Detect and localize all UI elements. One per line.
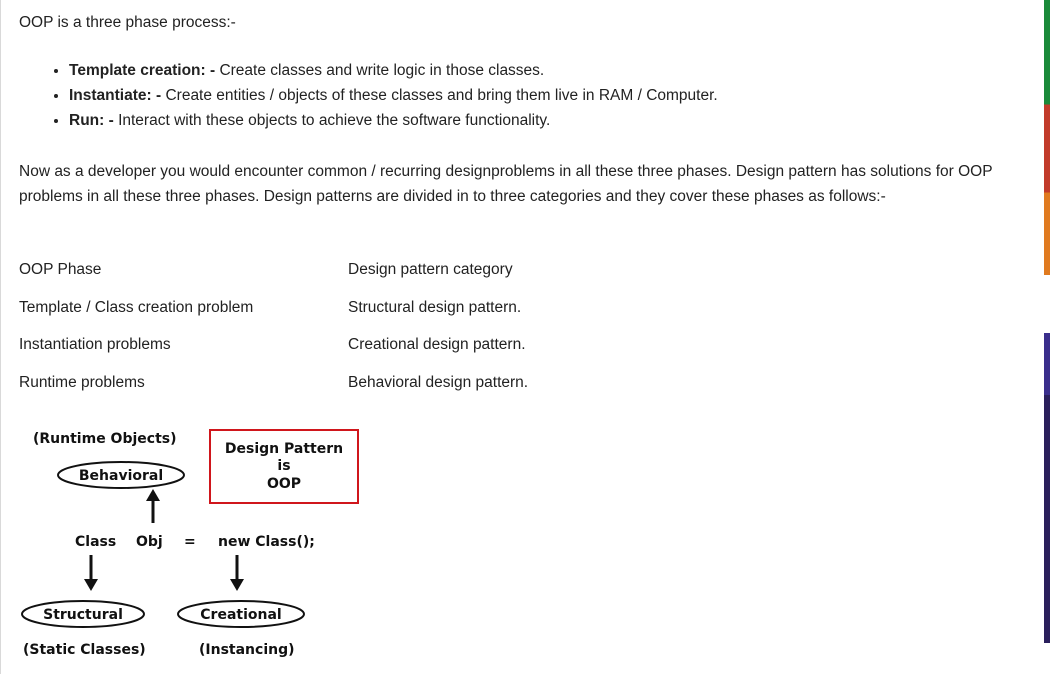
behavioral-label: Behavioral xyxy=(79,468,163,484)
code-obj: Obj xyxy=(136,534,163,550)
design-pattern-box xyxy=(209,429,359,504)
header-oop-phase: OOP Phase xyxy=(19,261,102,278)
intro-paragraph: OOP is a three phase process:- xyxy=(19,14,236,31)
instancing-label: (Instancing) xyxy=(199,642,295,658)
list-item-term: Template creation: - xyxy=(69,62,216,79)
side-ad-image-bottom xyxy=(1044,333,1050,643)
header-category: Design pattern category xyxy=(348,261,513,278)
list-item-text: Interact with these objects to achieve t… xyxy=(113,112,551,129)
list-item: Instantiate: - Create entities / objects… xyxy=(69,83,718,108)
arrow-up-head xyxy=(146,489,160,501)
box-line-2: is xyxy=(277,458,290,474)
behavioral-ellipse xyxy=(57,461,185,489)
list-item-term: Instantiate: - xyxy=(69,87,162,104)
side-ad-image-top xyxy=(1044,0,1050,275)
table-cell-phase: Instantiation problems xyxy=(19,336,171,353)
code-new-class: new Class(); xyxy=(218,534,315,550)
list-item-text: Create classes and write logic in those … xyxy=(215,62,545,79)
explanation-paragraph: Now as a developer you would encounter c… xyxy=(19,163,993,205)
creational-ellipse xyxy=(177,600,305,628)
arrow-down-head-structural xyxy=(84,579,98,591)
arrow-down-head-creational xyxy=(230,579,244,591)
box-line-1: Design Pattern xyxy=(225,441,343,457)
static-classes-label: (Static Classes) xyxy=(23,642,146,658)
phase-list: Template creation: - Create classes and … xyxy=(19,58,718,133)
table-cell-category: Creational design pattern. xyxy=(348,336,526,353)
list-item: Run: - Interact with these objects to ac… xyxy=(69,108,718,133)
list-item-term: Run: - xyxy=(69,112,114,129)
code-equals: = xyxy=(184,534,196,550)
design-pattern-diagram: (Runtime Objects) Behavioral Design Patt… xyxy=(21,429,359,658)
structural-ellipse xyxy=(21,600,145,628)
structural-label: Structural xyxy=(43,607,123,623)
table-cell-category: Behavioral design pattern. xyxy=(348,373,529,391)
table-cell-phase: Runtime problems xyxy=(19,373,145,391)
creational-label: Creational xyxy=(200,607,281,623)
box-line-3: OOP xyxy=(267,476,301,492)
list-item: Template creation: - Create classes and … xyxy=(69,58,718,83)
table-cell-phase: Template / Class creation problem xyxy=(19,298,254,316)
list-item-text: Create entities / objects of these class… xyxy=(161,87,718,104)
runtime-objects-label: (Runtime Objects) xyxy=(33,431,177,447)
code-class: Class xyxy=(75,534,116,550)
table-cell-category: Structural design pattern. xyxy=(348,298,522,316)
